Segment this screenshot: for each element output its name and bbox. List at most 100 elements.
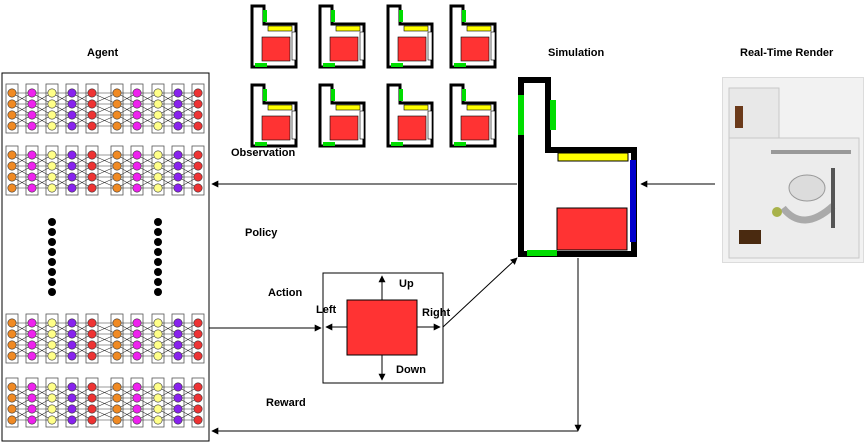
- agent-title: Agent: [87, 47, 119, 59]
- network-node: [27, 110, 37, 120]
- network-node: [47, 415, 57, 425]
- network-node: [7, 340, 17, 350]
- network-node: [27, 88, 37, 98]
- network-node: [27, 150, 37, 160]
- network-node: [87, 351, 97, 361]
- network-node: [87, 150, 97, 160]
- network-node: [87, 393, 97, 403]
- network-node: [173, 172, 183, 182]
- network-node: [153, 351, 163, 361]
- observation-thumbnail: [318, 83, 366, 148]
- network-node: [132, 161, 142, 171]
- network-node: [112, 110, 122, 120]
- network-node: [87, 329, 97, 339]
- network-node: [27, 351, 37, 361]
- network-node: [193, 88, 203, 98]
- network-node: [153, 415, 163, 425]
- action-label: Action: [268, 287, 303, 299]
- network-node: [132, 404, 142, 414]
- network-node: [112, 88, 122, 98]
- network-node: [132, 329, 142, 339]
- network-node: [132, 150, 142, 160]
- down-label: Down: [396, 364, 426, 376]
- observation-thumbnail: [386, 83, 434, 148]
- network-node: [153, 404, 163, 414]
- network-node: [193, 340, 203, 350]
- network-node: [153, 121, 163, 131]
- network-node: [153, 161, 163, 171]
- network-node: [132, 88, 142, 98]
- network-node: [132, 382, 142, 392]
- ellipsis-dot: [48, 278, 56, 286]
- network-node: [87, 415, 97, 425]
- network-node: [112, 183, 122, 193]
- network-node: [87, 110, 97, 120]
- network-node: [173, 150, 183, 160]
- action-to-sim-arrow: [442, 257, 518, 328]
- network-node: [67, 329, 77, 339]
- network-node: [173, 110, 183, 120]
- network-node: [112, 329, 122, 339]
- network-node: [7, 183, 17, 193]
- network-node: [173, 340, 183, 350]
- network-node: [67, 340, 77, 350]
- network-node: [173, 99, 183, 109]
- network-node: [47, 340, 57, 350]
- network-node: [193, 415, 203, 425]
- network-node: [47, 351, 57, 361]
- network-node: [132, 172, 142, 182]
- network-node: [173, 183, 183, 193]
- network-node: [7, 172, 17, 182]
- render-drawing: [728, 87, 860, 259]
- network-node: [193, 99, 203, 109]
- network-node: [132, 121, 142, 131]
- network-node: [27, 340, 37, 350]
- network-node: [47, 99, 57, 109]
- ellipsis-dot: [48, 218, 56, 226]
- network-node: [67, 404, 77, 414]
- network-node: [47, 329, 57, 339]
- left-label: Left: [316, 304, 337, 316]
- ellipsis-dot: [154, 238, 162, 246]
- ellipsis-dot: [154, 288, 162, 296]
- network-node: [153, 393, 163, 403]
- policy-label: Policy: [245, 227, 278, 239]
- network-node: [173, 393, 183, 403]
- network-node: [132, 393, 142, 403]
- network-node: [193, 121, 203, 131]
- network-node: [47, 88, 57, 98]
- network-node: [67, 161, 77, 171]
- observation-thumbnail: [250, 4, 298, 69]
- network-node: [67, 318, 77, 328]
- network-node: [87, 404, 97, 414]
- network-node: [173, 161, 183, 171]
- network-node: [193, 183, 203, 193]
- observation-thumbnail: [250, 83, 298, 148]
- network-node: [47, 183, 57, 193]
- network-node: [193, 318, 203, 328]
- observation-thumbnail: [386, 4, 434, 69]
- network-node: [132, 110, 142, 120]
- up-label: Up: [399, 278, 414, 290]
- network-node: [153, 172, 163, 182]
- network-node: [132, 318, 142, 328]
- network-node: [193, 150, 203, 160]
- network-node: [193, 329, 203, 339]
- network-node: [27, 382, 37, 392]
- network-node: [193, 161, 203, 171]
- network-node: [112, 393, 122, 403]
- network-node: [112, 161, 122, 171]
- right-label: Right: [422, 307, 451, 319]
- network-node: [193, 351, 203, 361]
- network-node: [7, 110, 17, 120]
- ellipsis-dot: [48, 228, 56, 236]
- network-node: [173, 404, 183, 414]
- network-node: [7, 99, 17, 109]
- network-node: [27, 121, 37, 131]
- network-node: [173, 415, 183, 425]
- network-node: [67, 183, 77, 193]
- ellipsis-dot: [48, 248, 56, 256]
- network-node: [87, 340, 97, 350]
- network-node: [67, 150, 77, 160]
